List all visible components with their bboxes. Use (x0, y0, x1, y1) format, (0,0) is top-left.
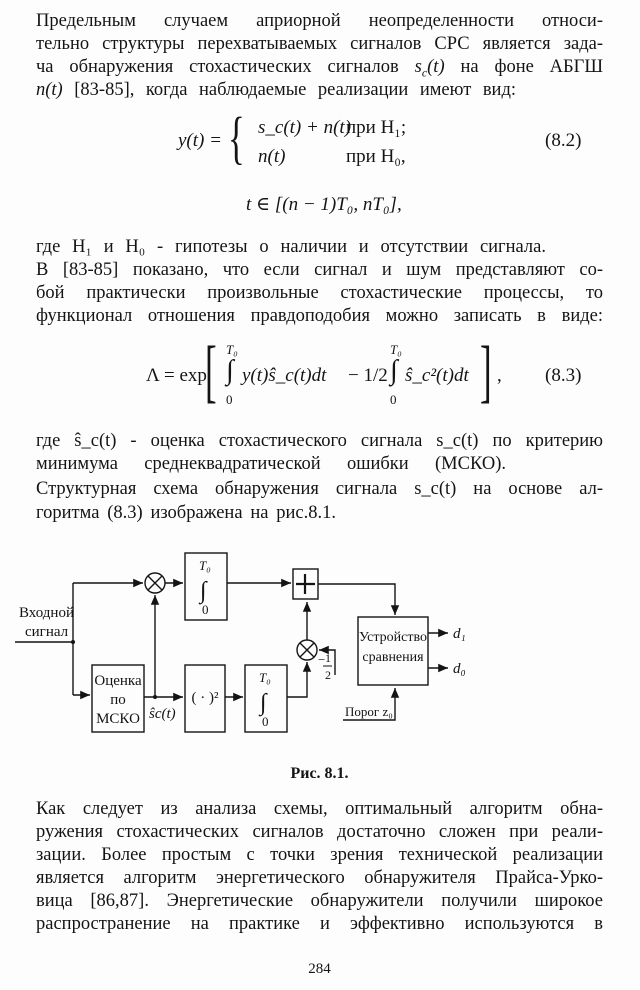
int-lower: 0 (262, 714, 269, 729)
block-diagram: Входной сигнал T₀ ∫ 0 T₀ ∫ 0 Оценка по М… (15, 552, 466, 733)
estimator-label: по (110, 692, 126, 708)
int-upper: T₀ (259, 670, 271, 685)
output-d1: d₁ (453, 626, 466, 642)
int-sign: ∫ (258, 690, 268, 717)
int-lower: 0 (202, 602, 209, 617)
integral-sign: ∫ (390, 355, 398, 386)
text-line: зации. Более простым с точки зрения техн… (36, 845, 603, 865)
text-line: тельно структуры перехватываемых сигнало… (36, 34, 603, 54)
integrator-2 (244, 664, 288, 733)
text-line: горитма (8.3) изображена на рис.8.1. (36, 503, 336, 523)
text-line: В [83-85] показано, что если сигнал и шу… (36, 260, 603, 280)
int-upper: T₀ (199, 558, 211, 573)
threshold-line (343, 688, 400, 721)
text-line: бой практически произвольные стохастичес… (36, 283, 603, 303)
bracket-left: [ (205, 333, 217, 410)
comparator-label: сравнения (362, 650, 424, 665)
text-line: вица [86,87]. Энергетические обнаружител… (36, 891, 603, 911)
half-den: 2 (325, 668, 331, 682)
case2: n(t) (258, 146, 286, 167)
brace: { (228, 105, 245, 170)
text-line: функционал отношения правдоподобия можно… (36, 306, 603, 326)
figure-caption: Рис. 8.1. (290, 765, 349, 782)
comparator (357, 616, 429, 686)
minus-half: − 1/2 (348, 365, 388, 386)
input-label: сигнал (25, 624, 69, 640)
math-sc: sc(t) (414, 57, 445, 80)
threshold-label: Порог z₀ (345, 704, 393, 719)
page-number: 284 (308, 961, 331, 977)
square-label: ( · )² (192, 690, 219, 706)
term1: y(t)ŝ_c(t)dt (242, 365, 327, 386)
square-box (184, 664, 226, 733)
text-line: является алгоритм энергетического обнару… (36, 868, 603, 888)
integral-sign: ∫ (226, 355, 234, 386)
bracket-right: ] (480, 333, 492, 410)
minus: − (318, 652, 325, 667)
text-fragment: на фоне АБГШ (460, 57, 604, 77)
text-line: Предельным случаем априорной неопределен… (36, 11, 603, 31)
text-line: Как следует из анализа схемы, оптимальны… (36, 799, 603, 819)
output-d0: d₀ (453, 661, 466, 677)
lower-limit: 0 (226, 392, 233, 407)
upper-limit: T₀ (390, 342, 402, 357)
text-line: Структурная схема обнаружения сигнала s_… (36, 479, 603, 499)
estimate-label: ŝc(t) (149, 706, 176, 722)
case1-cond: при H₁; (346, 117, 407, 138)
interval: t ∈ [(n − 1)T₀, nT₀], (246, 194, 402, 215)
int-sign: ∫ (198, 578, 208, 605)
text-line: минимума среднеквадратической ошибки (МС… (36, 454, 506, 474)
comparator-label: Устройство (359, 630, 427, 645)
text-line: ча обнаружения стохастических сигналов s… (36, 56, 603, 84)
estimator-box (91, 664, 145, 733)
input-line (15, 583, 74, 695)
text-line: распространение на практике и эффективно… (36, 914, 603, 934)
eq-number: (8.3) (545, 365, 582, 386)
text-fragment: ча обнаружения стохастических сигналов (36, 57, 399, 77)
case1: s_c(t) + n(t) (258, 117, 352, 138)
text-line: n(t) [83-85], когда наблюдаемые реализац… (36, 79, 516, 101)
term2: ŝ_c²(t)dt (405, 365, 469, 386)
input-label: Входной (19, 605, 74, 621)
case2-cond: при H₀, (346, 146, 406, 167)
text-line: ружения стохастических сигналов достаточ… (36, 822, 603, 842)
math-nt: n(t) (36, 80, 63, 100)
estimator-label: МСКО (96, 711, 140, 727)
text-line: где ŝ_c(t) - оценка стохастического сигн… (36, 431, 603, 451)
wire (318, 583, 400, 615)
eq-lhs: Λ = exp (146, 365, 207, 386)
half-num: 1 (325, 651, 331, 665)
lower-limit: 0 (390, 392, 397, 407)
eq-number: (8.2) (545, 130, 582, 151)
eq-lhs: y(t) = (178, 130, 222, 151)
comma: , (497, 365, 502, 386)
upper-limit: T₀ (226, 342, 238, 357)
integrator-1 (184, 552, 228, 621)
text-line: где H₁ и H₀ - гипотезы о наличии и отсут… (36, 237, 546, 257)
text-fragment: [83-85], когда наблюдаемые реализации им… (74, 80, 517, 100)
estimator-label: Оценка (94, 673, 142, 689)
